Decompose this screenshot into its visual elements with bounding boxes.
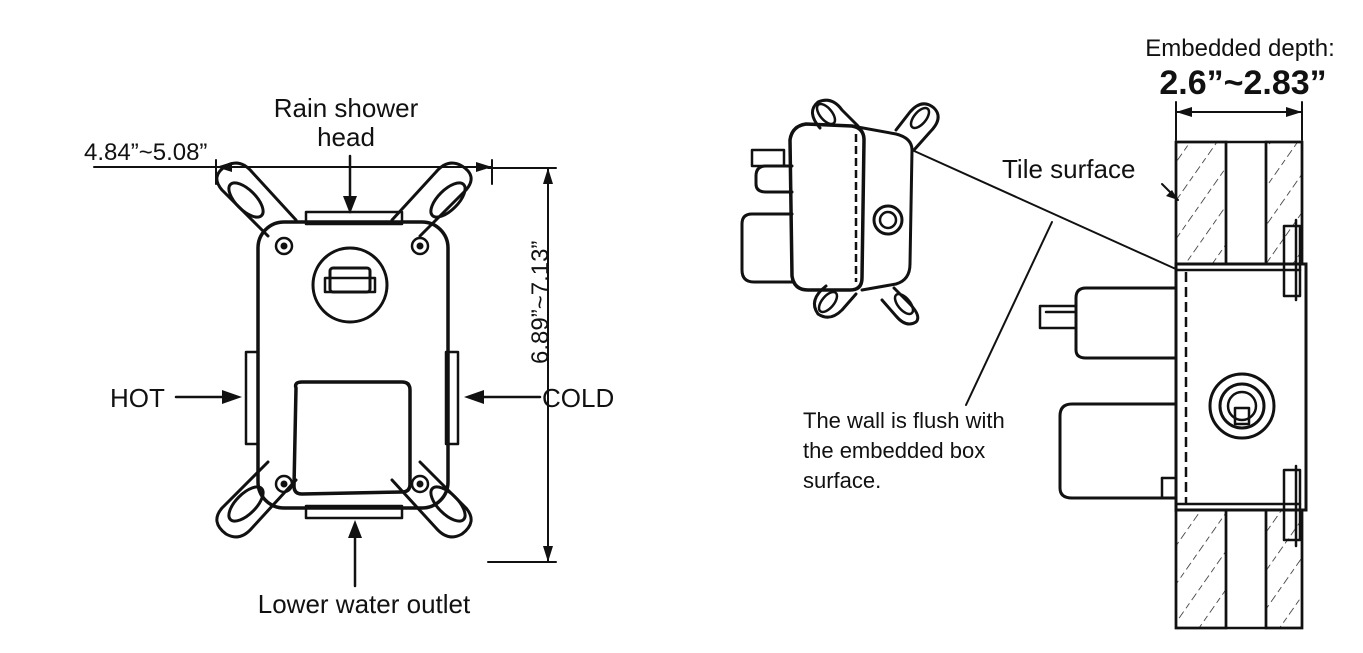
cold-label: COLD bbox=[542, 383, 614, 413]
top-outlet-tab bbox=[304, 210, 404, 226]
mounting-ear-top-left bbox=[215, 161, 298, 238]
wall-note-line2: the embedded box bbox=[803, 438, 985, 463]
lower-outlet-arrow-head bbox=[348, 520, 362, 538]
diverter-knob bbox=[311, 246, 389, 324]
cold-arrow-head bbox=[464, 390, 484, 404]
cold-inlet-tab bbox=[444, 350, 460, 446]
embedded-depth-dimension bbox=[1175, 101, 1303, 141]
mounting-ear-bottom-right bbox=[390, 460, 473, 539]
embedded-depth-title: Embedded depth: bbox=[1145, 35, 1334, 62]
width-dimension-label: 4.84”~5.08” bbox=[84, 139, 207, 166]
hot-arrow-head bbox=[222, 390, 242, 404]
embedded-box-3d bbox=[740, 98, 940, 326]
embedded-depth-value: 2.6”~2.83” bbox=[1159, 64, 1326, 102]
valve-body bbox=[256, 220, 450, 510]
bottom-outlet-tab bbox=[304, 504, 404, 520]
rain-shower-label-line2: head bbox=[317, 122, 375, 152]
flush-pointer-line bbox=[911, 149, 1179, 271]
embedded-box-section bbox=[1174, 218, 1308, 548]
tile-surface-pointer-head bbox=[1166, 190, 1178, 200]
height-dimension-label: 6.89”~7.13” bbox=[527, 241, 554, 364]
width-dimension-line bbox=[93, 159, 493, 185]
mixing-cartridge bbox=[292, 380, 412, 496]
rain-shower-label-line1: Rain shower bbox=[274, 93, 419, 123]
tile-surface-label: Tile surface bbox=[1002, 154, 1135, 184]
hot-label: HOT bbox=[110, 383, 165, 413]
wall-note-line3: surface. bbox=[803, 468, 881, 493]
rain-shower-arrow-head bbox=[343, 196, 357, 214]
side-view: Embedded depth: 2.6”~2.83” bbox=[740, 35, 1335, 630]
hot-inlet-tab bbox=[244, 350, 260, 446]
wall-note-line1: The wall is flush with bbox=[803, 408, 1005, 433]
front-view: Rain shower head 4.84”~5.08” 6.89”~7.13”… bbox=[84, 93, 614, 619]
height-dimension-line bbox=[487, 167, 557, 563]
mounting-ear-bottom-left bbox=[215, 460, 298, 539]
lower-water-outlet-label: Lower water outlet bbox=[258, 589, 471, 619]
protruding-cartridge-parts bbox=[1038, 286, 1178, 500]
body-screws bbox=[274, 236, 430, 494]
wall-note-pointer-line bbox=[965, 221, 1053, 406]
